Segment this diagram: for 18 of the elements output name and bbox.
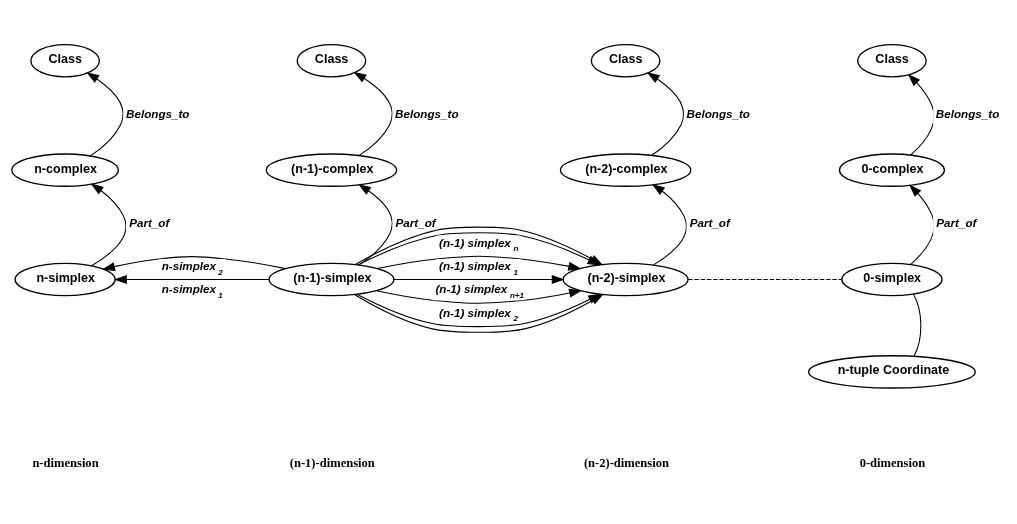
edge-label: Part_of — [689, 215, 730, 229]
label: (n-2)-dimension — [583, 455, 669, 470]
edge-label: Part_of — [936, 215, 977, 229]
edge-label: (n-1) simplex$_{n}$ — [439, 235, 519, 253]
edge-label: Belongs_to — [395, 106, 459, 120]
edge-label: (n-1) simplex$_{1}$ — [439, 258, 518, 277]
edge-label: Part_of — [129, 215, 170, 229]
label: (n-1)-dimension — [289, 455, 375, 470]
label: 0-dimension — [859, 455, 926, 470]
label: n-dimension — [32, 455, 99, 470]
edge-label: Belongs_to — [126, 106, 190, 120]
edge-label: Part_of — [395, 215, 436, 229]
edge-label: (n-1) simplex$_{2}$ — [439, 305, 518, 323]
edge-label: n-simplex$_{2}$ — [161, 258, 223, 277]
edge-label: Belongs_to — [935, 106, 1000, 120]
edge-label: n-simplex$_{1}$ — [161, 281, 223, 300]
edge-label: Belongs_to — [686, 106, 750, 120]
edge-label: (n-1) simplex$_{n+1}$ — [435, 281, 525, 300]
